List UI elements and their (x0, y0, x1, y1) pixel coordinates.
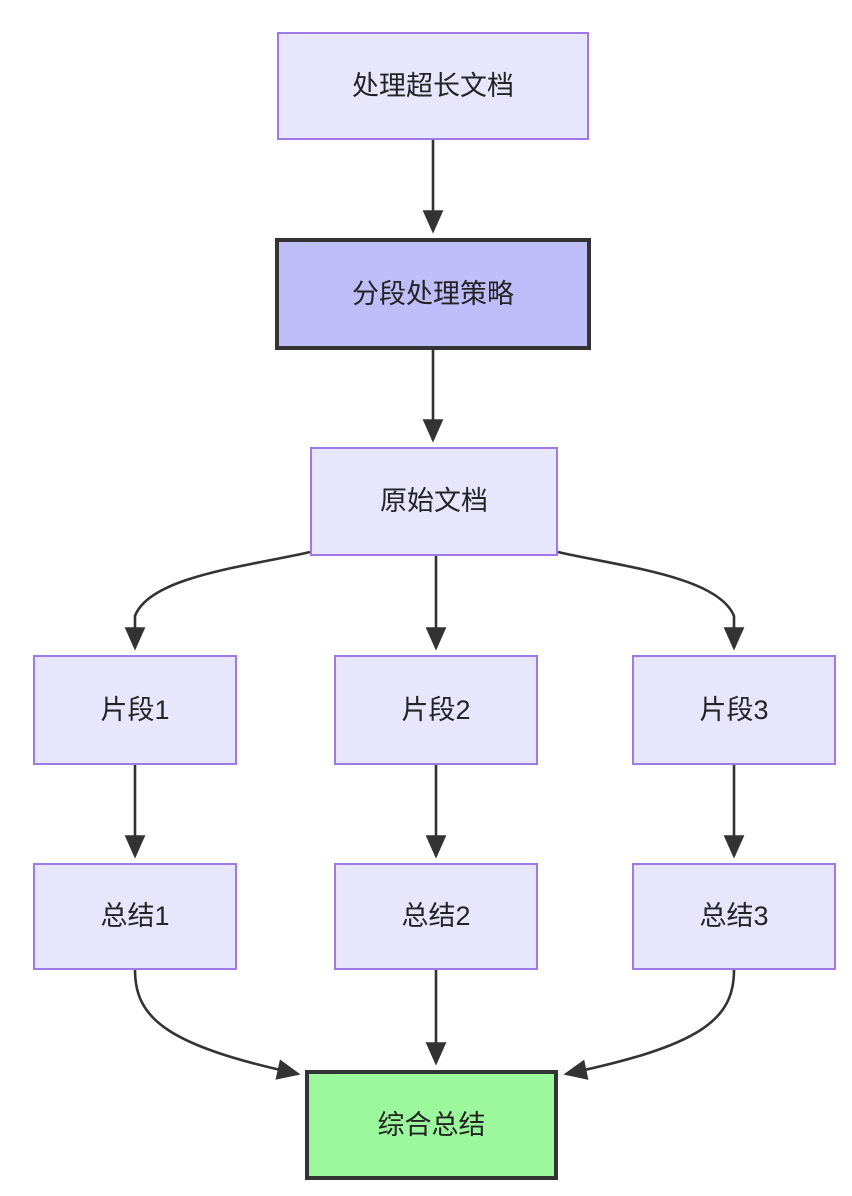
node-doc[interactable]: 处理超长文档 (277, 32, 589, 140)
node-label-chunk3: 片段3 (699, 694, 769, 725)
node-label-final: 综合总结 (377, 1109, 486, 1140)
node-sum2[interactable]: 总结2 (334, 863, 538, 970)
node-label-doc: 处理超长文档 (352, 70, 514, 101)
node-label-chunk2: 片段2 (401, 694, 471, 725)
node-chunk1[interactable]: 片段1 (33, 655, 237, 765)
node-label-sum2: 总结2 (401, 901, 471, 932)
node-label-sum3: 总结3 (699, 901, 769, 932)
node-chunk2[interactable]: 片段2 (334, 655, 538, 765)
node-label-sum1: 总结1 (100, 901, 170, 932)
node-label-source: 原始文档 (380, 486, 488, 517)
edges-group (124, 140, 745, 1080)
node-label-chunk1: 片段1 (100, 694, 170, 725)
node-sum1[interactable]: 总结1 (33, 863, 237, 970)
edge-source-to-chunk3 (557, 550, 745, 651)
node-label-strategy: 分段处理策略 (352, 278, 514, 309)
node-source[interactable]: 原始文档 (310, 447, 558, 556)
node-sum3[interactable]: 总结3 (632, 863, 836, 970)
node-chunk3[interactable]: 片段3 (632, 655, 836, 765)
node-final[interactable]: 综合总结 (305, 1070, 558, 1180)
edge-sum1-to-final (133, 969, 301, 1080)
edge-sum3-to-final (563, 969, 736, 1080)
node-strategy[interactable]: 分段处理策略 (275, 238, 591, 350)
edge-source-to-chunk1 (124, 550, 311, 651)
